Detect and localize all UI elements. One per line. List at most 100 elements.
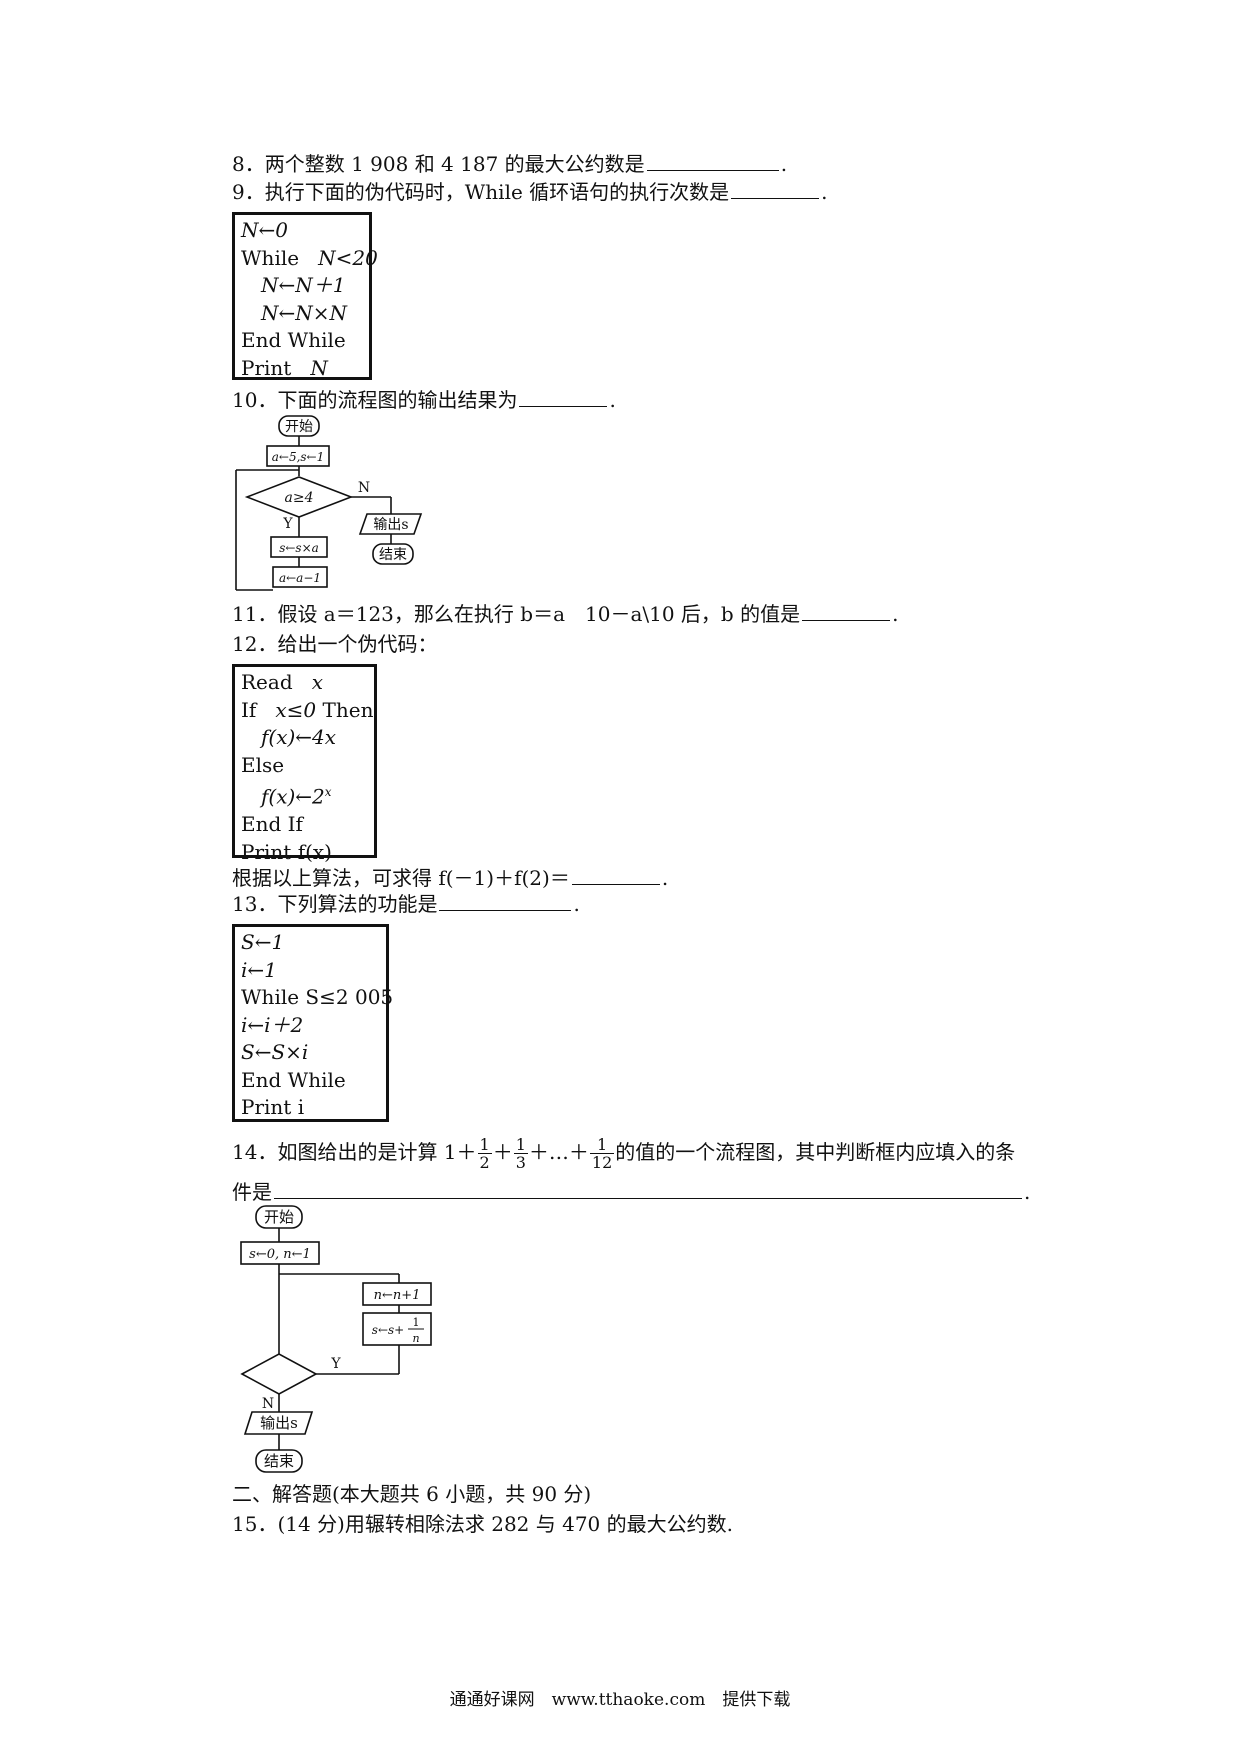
answer-blank[interactable] [731,178,820,199]
flow-step1-label: n←n+1 [374,1288,421,1303]
flow-step2-label: a←a−1 [279,571,321,585]
flow-yes-label: Y [282,516,293,532]
question-text: 根据以上算法，可求得 f(－1)＋f(2)＝ [232,866,570,890]
flow-output-label: 输出s [373,517,408,533]
code-line: End While [241,328,346,352]
code-line: If x≤0 Then [241,697,374,722]
question-15: 15．(14 分)用辗转相除法求 282 与 470 的最大公约数. [232,1510,733,1538]
flow-init-label: s←0, n←1 [249,1247,311,1262]
flow-cond-label: a≥4 [285,490,314,506]
question-text: 下列算法的功能是 [277,892,438,916]
question-number: 15． [232,1512,278,1536]
code-line: f(x)←4x [261,725,337,749]
question-end: . [892,602,899,626]
question-text: (14 分)用辗转相除法求 282 与 470 的最大公约数. [277,1512,733,1536]
flow-output-node [243,1411,314,1435]
question-number: 13． [232,892,278,916]
question-text: 给出一个伪代码： [277,632,438,656]
code-line: i←1 [241,957,277,982]
section-title: 二、解答题(本大题共 6 小题，共 90 分) [232,1482,592,1506]
question-12: 12．给出一个伪代码： [232,630,437,658]
flow-output-label: 输出s [260,1414,298,1432]
question-13: 13．下列算法的功能是. [232,890,580,918]
pseudocode-box-12: Read x If x≤0 Then f(x)←4x Else f(x)←2x … [232,664,377,864]
question-number: 9． [232,180,265,204]
code-line: End While [241,1067,346,1092]
section-heading: 二、解答题(本大题共 6 小题，共 90 分) [232,1480,591,1508]
question-number: 8． [232,152,265,176]
question-end: . [1024,1180,1031,1204]
code-line: N←0 [241,218,288,242]
flow-init-node [240,1241,320,1265]
code-line: While N<20 [241,245,378,270]
answer-blank[interactable] [802,600,891,621]
flow-no-label: N [358,480,370,496]
question-text: 如图给出的是计算 1＋ [277,1140,477,1164]
answer-blank[interactable] [439,890,572,911]
code-line: f(x)←2x [261,784,332,809]
code-line: Print i [241,1095,305,1119]
question-9: 9．执行下面的伪代码时，While 循环语句的执行次数是. [232,178,828,206]
code-line: i←i＋2 [241,1012,304,1037]
question-text: 两个整数 1 908 和 4 187 的最大公约数是 [264,152,645,176]
flow-no-label: N [262,1396,274,1412]
question-end: . [780,152,788,176]
code-line: S←S×i [241,1040,309,1064]
question-number: 12． [232,632,278,656]
flow-step2-denominator: n [412,1332,419,1345]
pseudocode-box-9: N←0 While N<20 N←N＋1 N←N×N End While Pri… [232,212,378,380]
flow-end-label: 结束 [264,1452,294,1470]
question-end: . [573,892,580,916]
question-number: 11． [232,602,278,626]
question-text: 假设 a＝123，那么在执行 b＝a 10－a\10 后，b 的值是 [277,602,801,626]
answer-blank[interactable] [646,150,779,171]
code-line: N←N＋1 [261,273,346,297]
page-footer: 通通好课网 www.tthaoke.com 提供下载 [449,1690,791,1710]
question-number: 10． [232,388,278,412]
question-end: . [661,866,669,890]
question-end: . [821,180,828,204]
question-text: 件是 [232,1180,272,1204]
code-line: Else [241,752,285,777]
code-line: Print N [241,355,328,380]
flow-end-node [372,543,414,565]
flow-step2-numerator: 1 [413,1316,420,1329]
code-line: N←N×N [261,300,348,325]
flow-end-node [255,1449,303,1473]
flow-output-node [358,513,423,535]
question-number: 14． [232,1140,278,1164]
flow-step2-label: s←s+ [372,1323,404,1337]
flow-init-label: a←5,s←1 [272,450,325,464]
question-11: 11．假设 a＝123，那么在执行 b＝a 10－a\10 后，b 的值是. [232,600,898,628]
code-line: While S≤2 005 [241,985,394,1009]
answer-blank[interactable] [571,864,660,885]
question-text: 的值的一个流程图，其中判断框内应填入的条 [615,1140,1016,1164]
answer-blank[interactable] [519,386,608,407]
question-12-followup: 根据以上算法，可求得 f(－1)＋f(2)＝. [232,864,668,892]
flow-step2-node [362,1312,432,1346]
flow-init-node [266,445,330,467]
code-line: Read x [241,670,323,694]
question-end: . [609,388,616,412]
code-line: S←1 [241,930,285,954]
question-8: 8．两个整数 1 908 和 4 187 的最大公约数是. [232,150,787,178]
flow-step2-node [272,566,328,588]
pseudocode-box-13: S←1 i←1 While S≤2 005 i←i＋2 S←S×i End Wh… [232,924,394,1122]
question-10: 10．下面的流程图的输出结果为. [232,386,616,414]
question-text: 执行下面的伪代码时，While 循环语句的执行次数是 [264,180,730,204]
flow-start-label: 开始 [285,419,313,435]
flow-step1-label: s←s×a [279,541,319,555]
question-text: 下面的流程图的输出结果为 [277,388,518,412]
flow-end-label: 结束 [379,547,407,563]
code-line: Print f(x) [241,839,332,864]
code-line: End If [241,812,303,837]
answer-blank[interactable] [274,1178,1022,1199]
question-14-line2: 件是. [232,1178,1030,1206]
